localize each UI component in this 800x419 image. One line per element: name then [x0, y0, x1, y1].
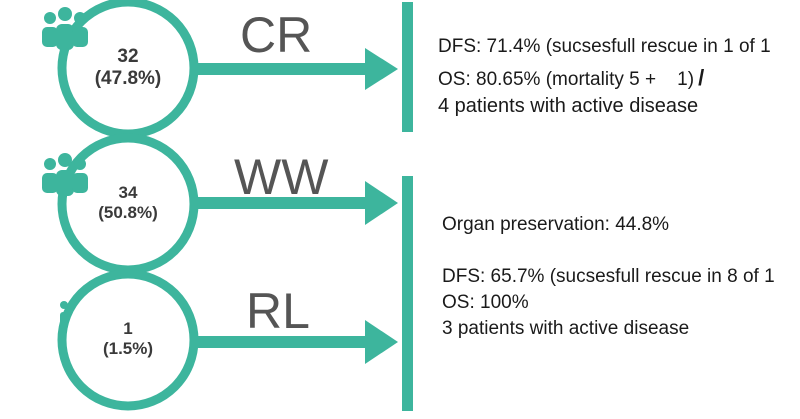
ww-label: WW	[234, 149, 329, 205]
rl-count-value: 1	[123, 319, 133, 338]
ww-dfs-text: DFS: 65.7% (sucsesfull rescue in 8 of 1	[442, 266, 775, 287]
person-icon	[60, 301, 68, 329]
cr-arrow	[190, 48, 398, 90]
cr-os-mark: /	[698, 65, 705, 90]
people-group-icon	[42, 153, 88, 196]
rl-arrow	[190, 320, 398, 364]
ww-rl-bar	[402, 176, 413, 411]
rl-count-percent: (1.5%)	[102, 338, 154, 358]
cr-count-percent: (47.8%)	[94, 67, 162, 89]
ww-count-value: 34	[118, 183, 138, 202]
cr-dfs-text: DFS: 71.4% (sucsesfull rescue in 1 of 1	[438, 36, 771, 57]
people-group-icon	[42, 7, 88, 50]
ww-count: 34 (50.8%)	[78, 183, 178, 222]
cr-bar	[402, 2, 413, 132]
cr-os-line: OS: 80.65% (mortality 5 + 1)/	[438, 65, 704, 91]
ww-count-percent: (50.8%)	[98, 202, 158, 222]
cr-active-text: 4 patients with active disease	[438, 95, 699, 117]
rl-label: RL	[246, 283, 310, 339]
cr-count: 32 (47.8%)	[78, 46, 178, 90]
ww-arrow	[190, 181, 398, 225]
cr-os-text: OS: 80.65% (mortality 5 + 1)	[438, 69, 695, 90]
ww-organ-text: Organ preservation: 44.8%	[442, 214, 670, 235]
rl-count: 1 (1.5%)	[78, 319, 178, 358]
cr-count-value: 32	[117, 46, 139, 67]
ww-active-text: 3 patients with active disease	[442, 318, 690, 339]
ww-os-text: OS: 100%	[442, 292, 529, 313]
cr-label: CR	[240, 7, 313, 63]
